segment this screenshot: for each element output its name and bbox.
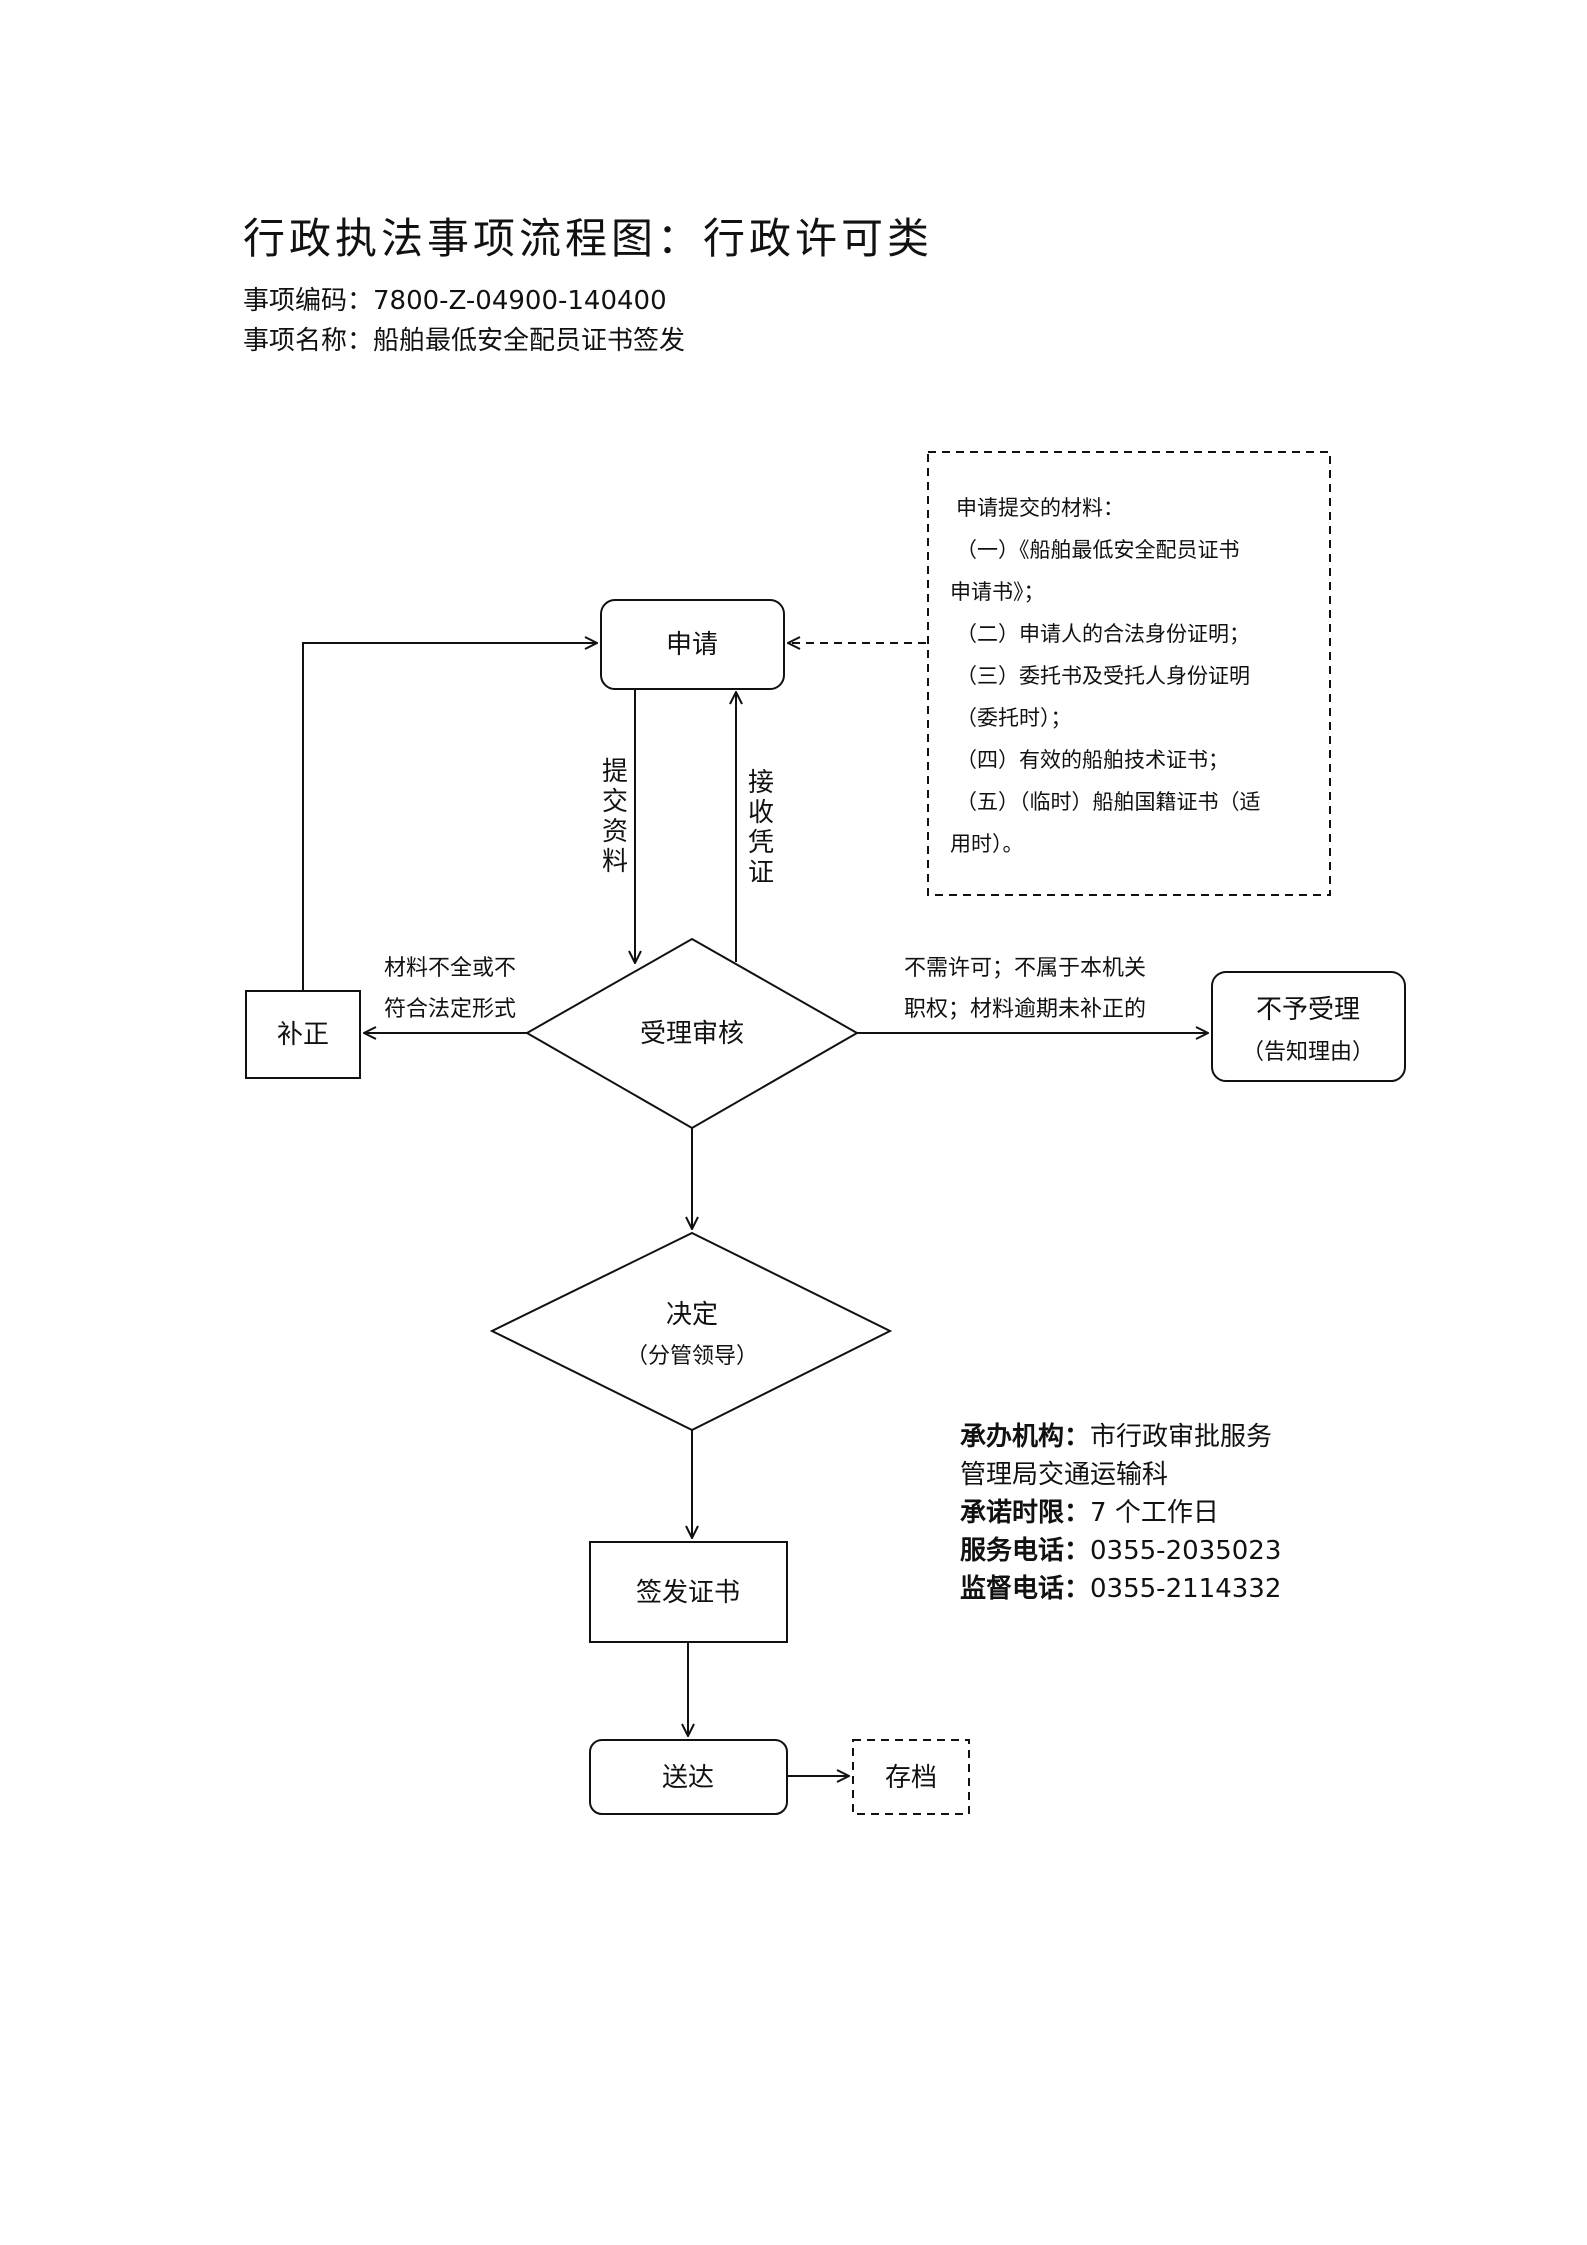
- org-value-2: 管理局交通运输科: [960, 1460, 1169, 1490]
- limit-label: 承诺时限：: [960, 1498, 1091, 1528]
- materials-line: （委托时）；: [956, 706, 1072, 730]
- apply-node: [600, 599, 785, 690]
- decide-node: [489, 1231, 893, 1432]
- item-name-label: 事项名称：: [243, 326, 374, 356]
- decide-label-2: （分管领导）: [626, 1344, 758, 1369]
- archive-label: 存档: [885, 1763, 937, 1793]
- issue-label: 签发证书: [636, 1578, 740, 1608]
- supervise-phone-value: 0355-2114332: [1090, 1574, 1282, 1604]
- materials-box: [927, 451, 1331, 896]
- correct-label: 补正: [277, 1020, 329, 1050]
- reject-label-2: （告知理由）: [1242, 1040, 1374, 1065]
- info-block: 承办机构：市行政审批服务 管理局交通运输科 承诺时限：7 个工作日 服务电话：0…: [960, 1418, 1281, 1608]
- limit-value: 7 个工作日: [1090, 1498, 1219, 1528]
- no-permit-label-1: 不需许可；不属于本机关: [904, 956, 1146, 981]
- org-value: 市行政审批服务: [1090, 1422, 1273, 1452]
- correct-node: [245, 990, 361, 1079]
- materials-line: （二）申请人的合法身份证明；: [956, 622, 1250, 646]
- incomplete-label-2: 符合法定形式: [384, 997, 516, 1022]
- item-name-value: 船舶最低安全配员证书签发: [373, 326, 686, 356]
- supervise-phone-label: 监督电话：: [960, 1574, 1091, 1604]
- incomplete-label-1: 材料不全或不: [384, 956, 516, 981]
- item-code-label: 事项编码：: [243, 286, 374, 316]
- submit-label: 提交资料: [601, 757, 628, 877]
- reject-label-1: 不予受理: [1256, 995, 1360, 1025]
- decide-label-1: 决定: [666, 1300, 718, 1330]
- receipt-label: 接收凭证: [747, 768, 774, 888]
- no-permit-label-2: 职权；材料逾期未补正的: [904, 997, 1146, 1022]
- reject-node: [1211, 971, 1406, 1082]
- deliver-label: 送达: [662, 1763, 714, 1793]
- materials-list: 申请提交的材料： （一）《船舶最低安全配员证书 申请书》； （二）申请人的合法身…: [928, 452, 1318, 887]
- materials-line: （五）（临时）船舶国籍证书（适: [956, 790, 1261, 814]
- item-name: 事项名称：船舶最低安全配员证书签发: [243, 320, 685, 357]
- item-code-value: 7800-Z-04900-140400: [373, 286, 667, 316]
- materials-line: 申请书》；: [950, 580, 1045, 604]
- materials-line: （三）委托书及受托人身份证明: [956, 664, 1250, 688]
- page-title: 行政执法事项流程图：行政许可类: [243, 214, 934, 263]
- resubmit-arrow: [302, 643, 597, 991]
- item-code: 事项编码：7800-Z-04900-140400: [243, 280, 667, 317]
- service-phone-value: 0355-2035023: [1090, 1536, 1282, 1566]
- apply-label: 申请: [666, 630, 718, 660]
- issue-node: [589, 1541, 788, 1643]
- materials-line: （一）《船舶最低安全配员证书: [956, 538, 1240, 562]
- org-label: 承办机构：: [960, 1422, 1091, 1452]
- materials-title: 申请提交的材料：: [956, 496, 1124, 520]
- materials-line: 用时）。: [950, 832, 1024, 856]
- archive-node: [852, 1739, 970, 1815]
- materials-line: （四）有效的船舶技术证书；: [956, 748, 1229, 772]
- review-label: 受理审核: [640, 1019, 744, 1049]
- service-phone-label: 服务电话：: [960, 1536, 1091, 1566]
